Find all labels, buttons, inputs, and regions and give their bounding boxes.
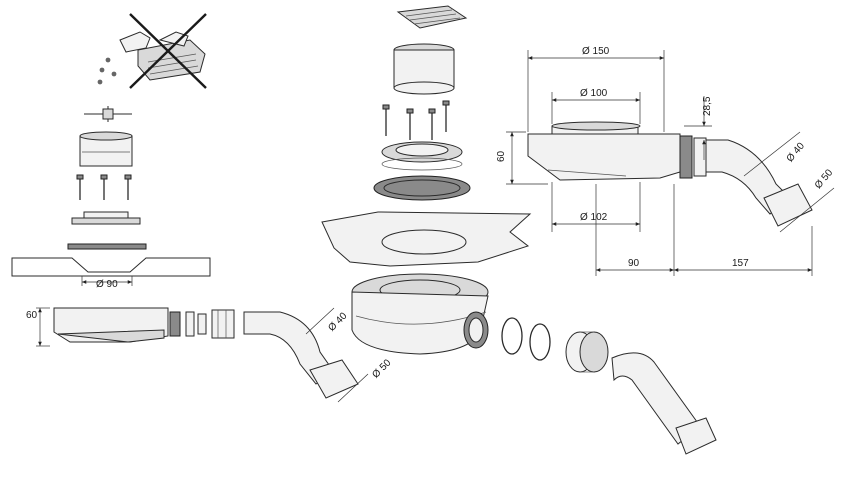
cylinder-insert [79,131,133,167]
dim-d150: Ø 150 [582,46,610,57]
dim-d50-left: Ø 50 [370,357,393,380]
prohibited-cleaning-icon [97,13,207,89]
flange-ring [71,211,141,225]
dim-w157: 157 [732,258,749,269]
gasket-ring [373,175,471,201]
cross-key [84,106,132,122]
shower-tray-section: Ø 90 [11,257,211,290]
seal-ring-2 [529,323,551,361]
dim-w90: 90 [628,258,640,269]
grid-cover [396,5,468,29]
dim-d102: Ø 102 [580,212,608,223]
gasket [67,243,147,250]
dim-h28-5: 28,5 [702,96,713,116]
dimensioned-side-view: Ø 150 Ø 100 28,5 60 Ø 102 90 157 Ø 40 [496,46,836,276]
center-exploded-stack [321,5,717,455]
screws-left [76,174,132,200]
dim-h60-top: 60 [496,150,507,162]
dim-d50-top: Ø 50 [813,167,836,191]
union-nut [565,331,609,373]
trap-side-view-left: 60 Ø 40 Ø 50 [26,307,394,403]
dim-h60-left: 60 [26,310,38,321]
elbow-pipe [611,352,717,455]
left-exploded-stack: Ø 90 60 Ø 40 Ø 50 [11,106,394,403]
trap-body-center [351,273,489,355]
screws-center [382,100,450,140]
dim-d90-left: Ø 90 [96,279,118,290]
dim-d100: Ø 100 [580,88,608,99]
tray-sheet [321,211,532,267]
dim-d40-top: Ø 40 [785,140,808,164]
center-cylinder [393,43,455,95]
clamp-ring [381,141,463,171]
seal-ring-1 [501,317,523,355]
dim-d40-left: Ø 40 [326,310,349,333]
